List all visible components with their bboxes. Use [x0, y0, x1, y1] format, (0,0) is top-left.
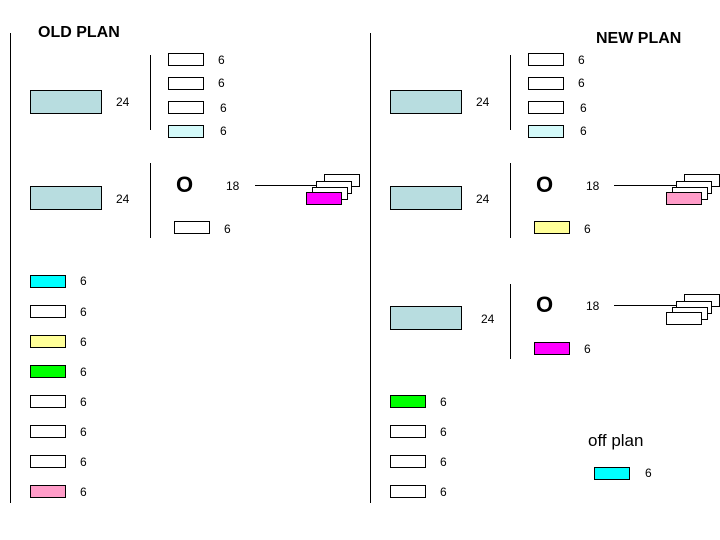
new-list-box-1 [390, 395, 426, 408]
old-list-box-4-label: 6 [80, 365, 87, 379]
old-list-box-1-label: 6 [80, 274, 87, 288]
new-list-box-4-label: 6 [440, 485, 447, 499]
old-large-box-2-label: 24 [116, 192, 130, 206]
old-stack-card-front [306, 192, 342, 205]
new-small-box-3-label: 6 [580, 101, 587, 115]
off-plan-title: off plan [588, 431, 644, 450]
new-list-box-3 [390, 455, 426, 468]
center-divider-line [370, 33, 371, 503]
new-small-box-1-label: 6 [578, 53, 585, 67]
old-small-box-3-label: 6 [220, 101, 227, 115]
old-list-box-2 [30, 305, 66, 318]
old-list-box-4 [30, 365, 66, 378]
old-large-box-1-label: 24 [116, 95, 130, 109]
new-18-label-2: 18 [586, 299, 600, 313]
old-o-symbol: O [176, 172, 194, 197]
old-small-box-2 [168, 77, 204, 90]
off-plan-box-label: 6 [645, 466, 652, 480]
old-small-box-5 [174, 221, 210, 234]
old-list-box-5-label: 6 [80, 395, 87, 409]
new-stack1-card-front [666, 192, 702, 205]
new-small-box-1 [528, 53, 564, 66]
old-list-box-8 [30, 485, 66, 498]
old-large-box-2 [30, 186, 102, 210]
new-list-box-2-label: 6 [440, 425, 447, 439]
new-large-box-2-label: 24 [476, 192, 490, 206]
old-list-box-7 [30, 455, 66, 468]
new-upper-bracket-line [510, 55, 511, 130]
old-list-box-3-label: 6 [80, 335, 87, 349]
old-list-box-6-label: 6 [80, 425, 87, 439]
new-list-box-3-label: 6 [440, 455, 447, 469]
old-18-label: 18 [226, 179, 240, 193]
new-small-box-5 [534, 221, 570, 234]
new-large-box-3-label: 24 [481, 312, 495, 326]
old-small-box-4-label: 6 [220, 124, 227, 138]
old-small-box-2-label: 6 [218, 76, 225, 90]
left-border-line [10, 33, 11, 503]
old-list-box-3 [30, 335, 66, 348]
new-plan-title: NEW PLAN [596, 30, 682, 47]
new-o-symbol-2: O [536, 292, 554, 317]
new-small-box-2-label: 6 [578, 76, 585, 90]
new-list-box-4 [390, 485, 426, 498]
new-18-label-1: 18 [586, 179, 600, 193]
new-stack2-card-front [666, 312, 702, 325]
off-plan-box [594, 467, 630, 480]
new-large-box-1 [390, 90, 462, 114]
old-large-box-1 [30, 90, 102, 114]
old-list-box-6 [30, 425, 66, 438]
new-large-box-3 [390, 306, 462, 330]
new-list-box-2 [390, 425, 426, 438]
old-small-box-3 [168, 101, 204, 114]
new-large-box-2 [390, 186, 462, 210]
new-connector-line-2 [614, 305, 720, 306]
new-small-box-2 [528, 77, 564, 90]
new-small-box-3 [528, 101, 564, 114]
old-lower-bracket-line [150, 163, 151, 238]
old-small-box-1 [168, 53, 204, 66]
old-list-box-8-label: 6 [80, 485, 87, 499]
new-small-box-4 [528, 125, 564, 138]
old-list-box-7-label: 6 [80, 455, 87, 469]
new-small-box-4-label: 6 [580, 124, 587, 138]
old-plan-title: OLD PLAN [38, 24, 120, 41]
old-list-box-5 [30, 395, 66, 408]
old-small-box-4 [168, 125, 204, 138]
new-small-box-6 [534, 342, 570, 355]
old-list-box-2-label: 6 [80, 305, 87, 319]
new-o-symbol-1: O [536, 172, 554, 197]
old-small-box-5-label: 6 [224, 222, 231, 236]
new-list-box-1-label: 6 [440, 395, 447, 409]
new-small-box-6-label: 6 [584, 342, 591, 356]
old-list-box-1 [30, 275, 66, 288]
old-upper-bracket-line [150, 55, 151, 130]
new-large-box-1-label: 24 [476, 95, 490, 109]
new-small-box-5-label: 6 [584, 222, 591, 236]
new-connector-line-1 [614, 185, 720, 186]
old-connector-line [255, 185, 330, 186]
new-lower-bracket-line [510, 284, 511, 359]
new-middle-bracket-line [510, 163, 511, 238]
old-small-box-1-label: 6 [218, 53, 225, 67]
